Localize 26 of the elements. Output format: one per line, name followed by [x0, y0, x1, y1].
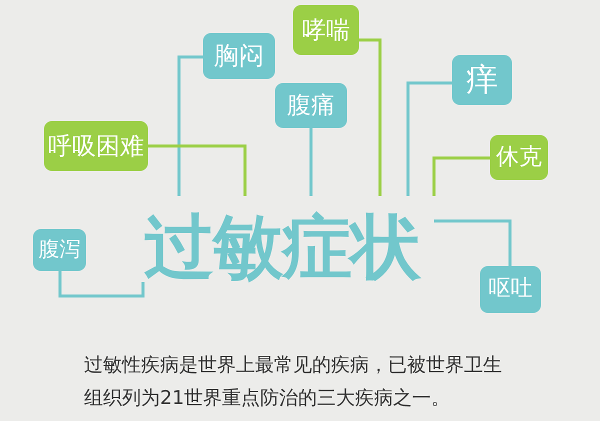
- symptom-label: 腹痛: [287, 92, 335, 119]
- connector-line: [434, 220, 512, 266]
- symptom-label: 呼吸困难: [48, 132, 144, 160]
- symptom-box: [480, 266, 541, 313]
- symptom-label: 胸闷: [214, 42, 264, 70]
- symptom-label: 呕吐: [488, 277, 532, 302]
- symptom-label: 哮喘: [302, 16, 350, 44]
- symptom-box: [490, 135, 548, 180]
- symptom-box: [275, 83, 347, 128]
- connector-line: [432, 156, 490, 196]
- symptom-box: [33, 229, 86, 271]
- symptom-box: [452, 55, 512, 105]
- connector-line: [178, 56, 203, 196]
- symptom-label: 腹泻: [38, 238, 80, 262]
- symptom-label: 休克: [496, 144, 542, 170]
- central-heading: 过敏症状: [144, 212, 420, 282]
- connector-line: [310, 128, 312, 196]
- symptom-box: [293, 5, 359, 55]
- symptom-box: [203, 33, 275, 79]
- connector-line: [148, 144, 246, 196]
- caption-text: 过敏性疾病是世界上最常见的疾病，已被世界卫生组织列为21世界重点防治的三大疾病之一。: [84, 353, 503, 411]
- connector-line: [406, 82, 452, 196]
- symptom-box: [44, 121, 148, 171]
- connector-line: [359, 38, 382, 196]
- connector-line: [58, 271, 144, 298]
- symptom-label: 痒: [466, 62, 498, 98]
